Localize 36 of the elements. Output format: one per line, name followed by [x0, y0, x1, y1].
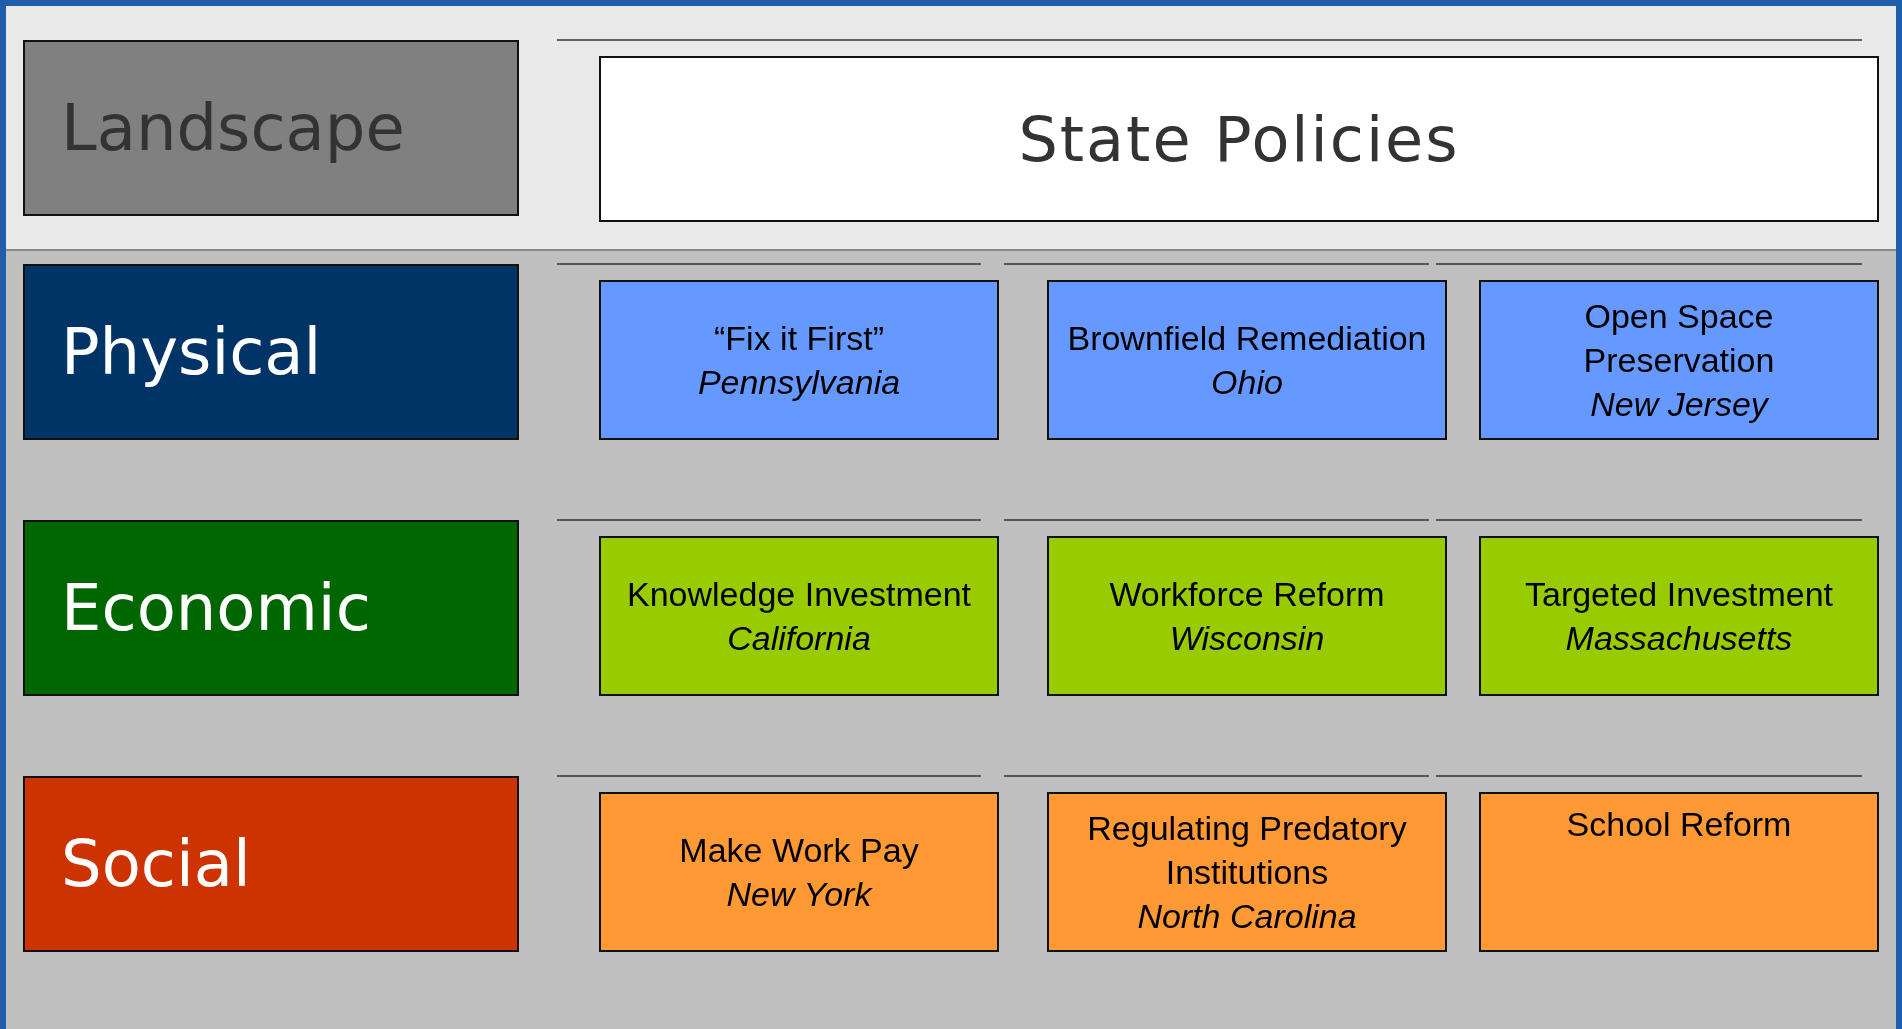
row-header-box [23, 776, 519, 952]
row-header-box [23, 264, 519, 440]
policy-name: Brownfield Remediation [1067, 317, 1427, 359]
policy-name: Open Space Preservation [1582, 295, 1776, 381]
policy-box [1047, 536, 1447, 696]
state-name: California [727, 618, 871, 659]
row-label: Economic [61, 571, 371, 645]
policy-name: Targeted Investment [1524, 573, 1834, 615]
policy-name: Make Work Pay [679, 829, 919, 871]
state-name: North Carolina [1137, 896, 1357, 938]
policy-box [1479, 792, 1879, 952]
policy-box [1047, 280, 1447, 440]
state-name: New Jersey [1590, 384, 1768, 426]
state-name: Pennsylvania [697, 362, 901, 403]
policy-box [599, 792, 999, 952]
policy-name: School Reform [1566, 804, 1792, 845]
policy-name: “Fix it First” [714, 317, 884, 359]
policy-name: Regulating Predatory Institutions [1086, 807, 1408, 893]
state-name: Ohio [1211, 362, 1283, 403]
policy-name: Workforce Reform [1109, 573, 1385, 615]
policy-box [1047, 792, 1447, 952]
row-header-box [23, 40, 519, 216]
row-header-box [23, 520, 519, 696]
title-banner [599, 56, 1879, 222]
title: State Policies [1018, 102, 1460, 176]
state-name: Massachusetts [1565, 618, 1793, 659]
row-label: Landscape [61, 91, 405, 165]
row-label: Physical [61, 315, 322, 389]
state-name: Wisconsin [1169, 618, 1325, 659]
policy-box [1479, 280, 1879, 440]
row-label: Social [61, 827, 251, 901]
policy-box [599, 536, 999, 696]
state-name: New York [726, 874, 872, 915]
policy-name: Knowledge Investment [627, 573, 971, 615]
policy-box [599, 280, 999, 440]
policy-box [1479, 536, 1879, 696]
